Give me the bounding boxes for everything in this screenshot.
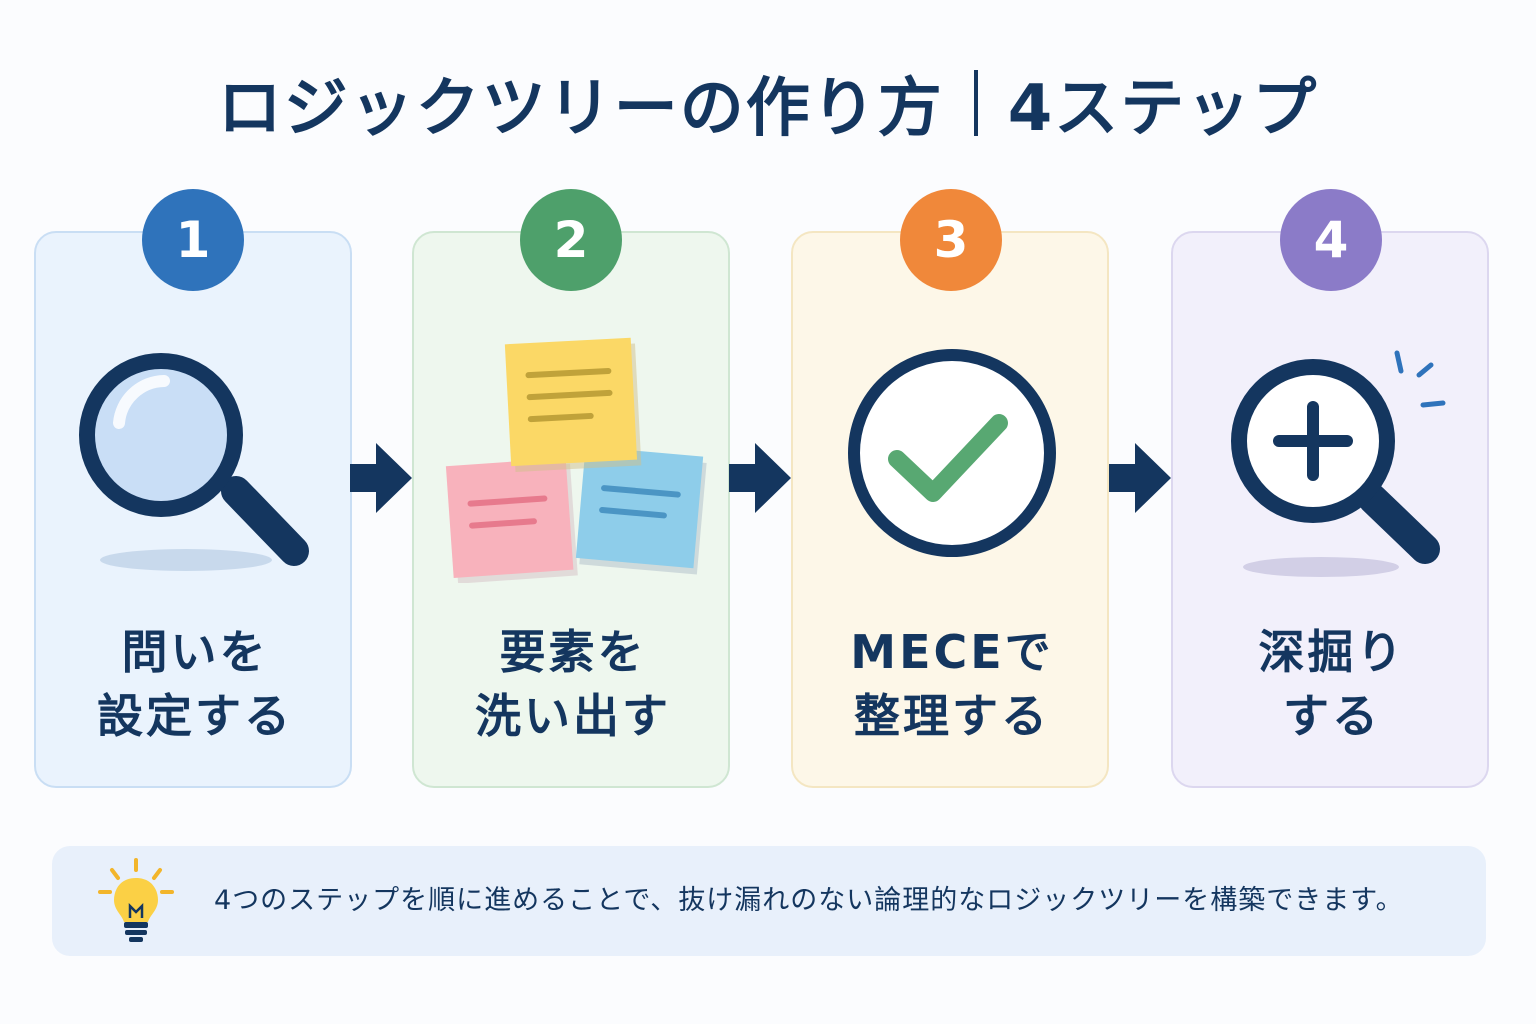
step-card-1: 問いを 設定する: [34, 231, 352, 788]
step-1-label-line2: 設定する: [97, 689, 293, 743]
summary-note-text: 4つのステップを順に進めることで、抜け漏れのない論理的なロジックツリーを構築でき…: [214, 885, 1404, 916]
step-badge-3: 3: [900, 189, 1002, 291]
lightbulb-icon: [98, 858, 174, 942]
sticky-notes-icon: [445, 337, 707, 583]
step-badge-1: 1: [142, 189, 244, 291]
title-sub: 4ステップ: [1007, 72, 1319, 146]
step-card-3: MECEで 整理する: [791, 231, 1109, 788]
step-badge-4: 4: [1280, 189, 1382, 291]
magnifier-icon: [79, 353, 309, 571]
step-card-2: 要素を 洗い出す: [412, 231, 730, 788]
title-main: ロジックツリーの作り方: [217, 72, 944, 146]
step-1-label-line1: 問いを: [121, 625, 269, 679]
check-circle-icon: [848, 349, 1056, 557]
step-4-label-line2: する: [1283, 689, 1381, 743]
step-3-label-line2: 整理する: [854, 689, 1050, 743]
page-title: ロジックツリーの作り方 4ステップ: [0, 58, 1536, 148]
step-2-label-line2: 洗い出す: [475, 689, 671, 743]
step-card-4: 深掘り する: [1171, 231, 1489, 788]
step-2-label-line1: 要素を: [499, 625, 647, 679]
summary-note: 4つのステップを順に進めることで、抜け漏れのない論理的なロジックツリーを構築でき…: [52, 846, 1486, 956]
step-badge-2: 2: [520, 189, 622, 291]
step-3-label-line1: MECEで: [850, 625, 1054, 679]
arrow-right-icon: [1109, 443, 1171, 513]
zoom-in-icon: [1231, 350, 1446, 577]
step-4-label-line1: 深掘り: [1258, 625, 1406, 679]
arrow-right-icon: [729, 443, 791, 513]
arrow-right-icon: [350, 443, 412, 513]
title-separator: [973, 70, 978, 136]
